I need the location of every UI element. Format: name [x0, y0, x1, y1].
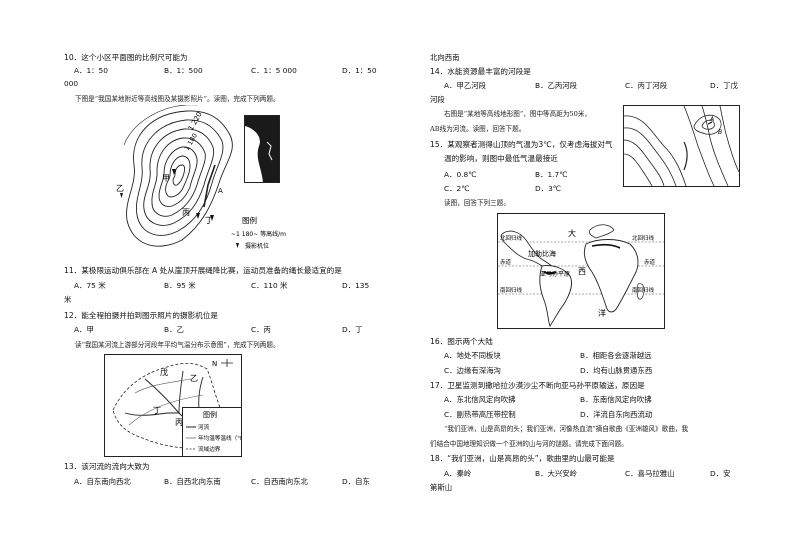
contour-label-1220: 1 220 [187, 111, 204, 132]
point-label-ding: 丁 [205, 216, 213, 225]
q15-stem-line1: 15．某观察者测得山顶的气温为3℃，仅考虑海拔对气 [430, 140, 613, 149]
q10-stem: 10．这个小区平面图的比例尺可能为 [64, 53, 188, 62]
q11-option-a: A．75 米 [74, 281, 106, 290]
intro-asia-line2: 们结合中国地理知识做一个亚洲的山与河的谜题。请完成下面问题。 [430, 440, 628, 448]
intro-map3-line2: AB线为河流。读图，回答下题。 [430, 125, 526, 133]
point-label-yi: 乙 [116, 184, 124, 193]
world-label-s-tropic-right: 南回归线 [632, 286, 655, 294]
legend-camera-icon [236, 243, 239, 248]
q14-wrap: 河段 [430, 95, 445, 104]
svg-text:B: B [718, 129, 722, 136]
q14-option-a: A．甲乙河段 [444, 81, 487, 90]
q17-option-c: C．副热带高压带控制 [444, 410, 516, 419]
q16-option-c: C．边缘有深海沟 [444, 366, 501, 375]
q16-option-d: D．均有山脉贯通东西 [580, 366, 653, 375]
q18-option-d: D．安 [710, 469, 731, 478]
q12-option-c: C．丙 [251, 325, 271, 334]
q13-option-d: D．自东 [342, 477, 370, 486]
q10-option-d: D．1：50 [342, 66, 377, 75]
world-label-equator-right: 赤道 [644, 258, 656, 266]
point-label-a: A [218, 187, 223, 195]
world-label-n-tropic-right: 北回归线 [632, 234, 655, 242]
river-label-ding: 丁 [153, 406, 161, 415]
q17-option-b: B．东南信风定向吹拂 [580, 395, 652, 404]
world-label-yang: 洋 [598, 308, 606, 318]
q11-option-c: C．110 米 [251, 281, 288, 290]
q11-option-d: D．135 [342, 281, 370, 290]
q17-stem: 17．卫星监测到撒哈拉沙漠沙尘不断向亚马孙平原输送，原因是 [430, 381, 645, 390]
q15-option-a: A．0.8℃ [444, 170, 477, 179]
legend-river: 河流 [198, 423, 210, 431]
north-arrow-icon [221, 359, 233, 367]
q11-wrap: 米 [64, 295, 72, 304]
river-label-bing: 丙 [175, 418, 183, 427]
q15-option-c: C．2℃ [444, 184, 470, 193]
q12-option-b: B．乙 [164, 325, 184, 334]
point-label-jia: 甲 [162, 174, 170, 183]
q18-option-b: B．大兴安岭 [535, 469, 578, 478]
river-label-yi: 乙 [190, 374, 198, 383]
q10-option-b: B．1：500 [164, 66, 203, 75]
q10-option-c: C．1：5 000 [251, 66, 297, 75]
world-map: 北回归线 大 加勒比海 赤道 西 南回归线 洋 北回归线 赤道 南回归线 亚马孙… [497, 213, 665, 329]
legend-title-map2: 图例 [203, 410, 217, 419]
legend-camera: 摄影机位 [245, 242, 269, 250]
world-label-amazon: 亚马孙平原 [540, 270, 570, 278]
intro-asia-line1: “我们亚洲，山是高昂的头；我们亚洲，河像热血流”摘自歌曲《亚洲雄风》歌曲，我 [444, 425, 689, 433]
q12-stem: 12．能全程拍摄并拍到图示照片的摄影机位是 [64, 311, 218, 320]
intro-map2: 读“我国某河流上游部分河段年平均气温分布示意图”，完成下列两题。 [75, 341, 280, 349]
world-label-caribbean: 加勒比海 [528, 249, 556, 258]
legend-contour: ~1 180~ 等高线/m [231, 230, 286, 238]
river-map-legend: 图例 河流 年均温等温线（℃） 流域边界 [182, 407, 249, 457]
contour-map: 1 220 1 180 乙 甲 丙 丁 A 图例 ~1 180~ 等高线/m 摄… [112, 104, 298, 257]
intro-map3-line1: 右图是“某地等高线地形图”，图中等高距为50米， [444, 110, 592, 118]
q13-option-a: A．自东南向西北 [74, 477, 131, 486]
q13-option-b: B．自西北向东南 [164, 477, 221, 486]
q11-option-b: B．95 米 [164, 281, 196, 290]
world-label-equator-left: 赤道 [500, 258, 512, 266]
camera-icon [120, 169, 214, 221]
cliff-photo [244, 115, 280, 183]
point-label-bing: 丙 [182, 208, 190, 217]
q16-option-a: A．地处不同板块 [444, 351, 501, 360]
q14-stem: 14．水能资源最丰富的河段是 [430, 67, 531, 76]
q18-wrap: 第斯山 [430, 483, 453, 492]
q18-option-a: A．秦岭 [444, 469, 472, 478]
legend-basin-boundary: 流域边界 [198, 445, 221, 453]
q14-option-b: B．乙丙河段 [535, 81, 578, 90]
q15-option-d: D．3℃ [535, 184, 562, 193]
q16-stem: 16．图示两个大陆 [430, 337, 493, 346]
q17-option-a: A．东北信风定向吹拂 [444, 395, 516, 404]
legend-isotherm: 年均温等温线（℃） [198, 434, 241, 442]
world-label-da: 大 [568, 228, 576, 238]
intro-map1: 下图是“我国某地附近等高线图及某摄影照片”。读图，完成下列两题。 [75, 95, 280, 103]
topo-map: A B [623, 105, 740, 187]
q10-option-a: A．1：50 [74, 66, 108, 75]
q11-stem: 11．某极限运动俱乐部在 A 处从崖顶开展绳降比赛，运动员准备的绳长最适宜的是 [64, 266, 342, 275]
world-label-s-tropic-left: 南回归线 [500, 286, 523, 294]
q13-stem: 13．该河流的流向大致为 [64, 462, 150, 471]
intro-world-map: 读图，回答下列三题。 [444, 199, 510, 207]
world-label-n-tropic-left: 北回归线 [500, 234, 523, 242]
q12-option-a: A．甲 [74, 325, 94, 334]
legend-title-map1: 图例 [242, 215, 257, 225]
q18-option-c: C．喜马拉雅山 [625, 469, 675, 478]
q14-option-d: D．丁戊 [710, 81, 738, 90]
q17-option-d: D．洋流自东向西流动 [580, 410, 653, 419]
q16-option-b: B．相距各会逐渐越远 [580, 351, 652, 360]
q13-wrap: 北向西南 [430, 53, 460, 62]
q14-option-c: C．丙丁河段 [625, 81, 668, 90]
q13-option-c: C．自西南向东北 [251, 477, 308, 486]
river-label-wu: 戊 [160, 367, 168, 377]
q18-stem: 18．“我们亚洲，山是高昂的头”，歌曲里的山最可能是 [430, 454, 615, 463]
q15-stem-line2: 温的影响，则图中最低气温最接近 [444, 154, 558, 163]
svg-text:A: A [709, 116, 714, 123]
world-label-xi: 西 [578, 267, 586, 276]
q10-wrap: 000 [64, 79, 79, 88]
q15-option-b: B．1.7℃ [535, 170, 568, 179]
north-arrow: N [212, 360, 217, 368]
q12-option-d: D．丁 [342, 325, 363, 334]
